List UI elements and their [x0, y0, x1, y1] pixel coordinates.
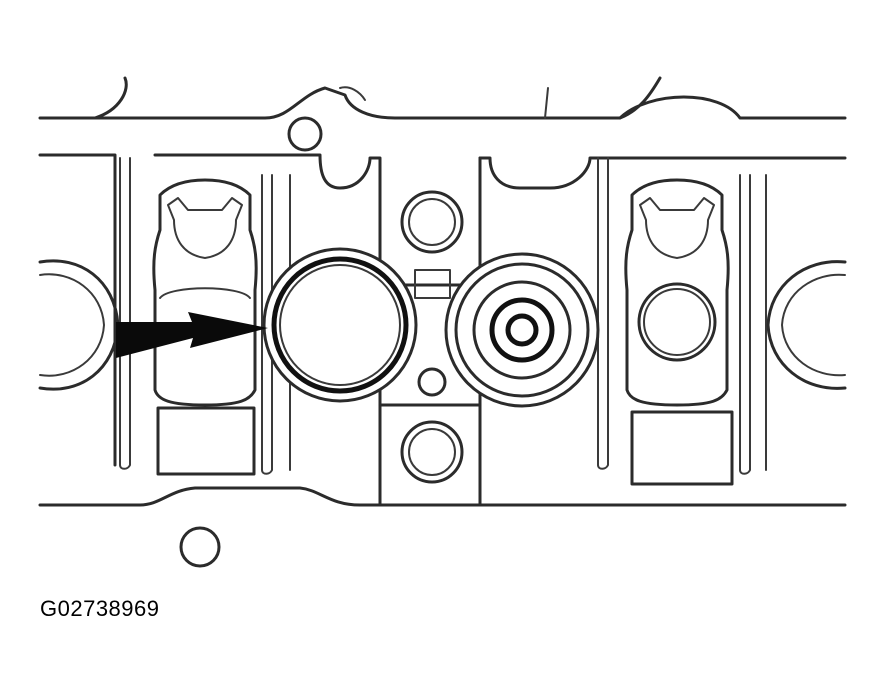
- center-bore: [444, 252, 600, 408]
- left-valve-assembly: [152, 178, 258, 476]
- upper-casting-outline: [38, 76, 847, 120]
- o-ring-seal: [262, 247, 418, 403]
- right-rails: [597, 157, 767, 475]
- bolt-holes: [179, 116, 464, 568]
- right-valve-assembly: [624, 178, 734, 486]
- figure-id-label: G02738969: [40, 596, 160, 621]
- pointer-arrow: [116, 312, 268, 358]
